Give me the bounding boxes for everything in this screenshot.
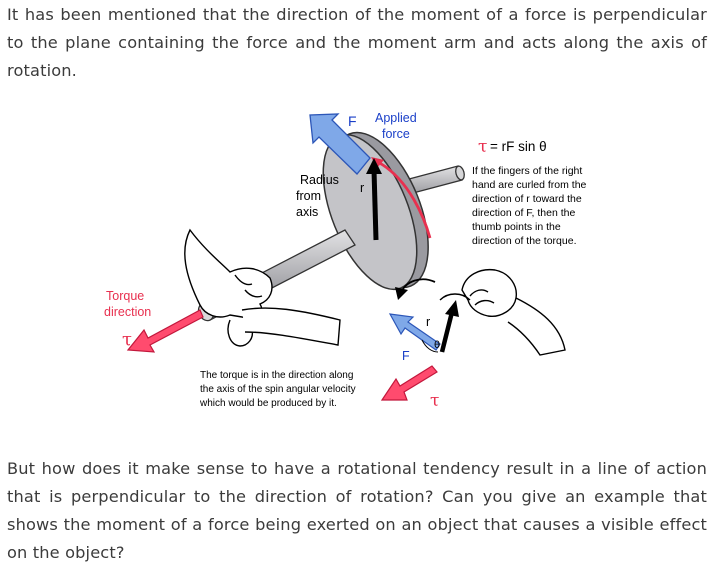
svg-text:direction of F, then the: direction of F, then the xyxy=(472,207,575,219)
torque-direction-arrow xyxy=(126,309,204,353)
radius-label-2: from xyxy=(296,189,321,203)
applied-force-arrow xyxy=(309,113,371,175)
svg-text:direction of r toward the: direction of r toward the xyxy=(472,193,582,205)
svg-text:The torque is in the direction: The torque is in the direction along xyxy=(200,370,353,381)
caption-text: The torque is in the direction along the… xyxy=(199,370,356,409)
radius-arrow xyxy=(371,169,379,241)
formula-tau: τ xyxy=(478,137,487,157)
applied-force-label-1: Applied xyxy=(375,111,417,125)
small-torque-arrow xyxy=(380,365,438,401)
rotation-arc xyxy=(377,160,432,239)
tau-left: τ xyxy=(122,329,132,350)
force-label: F xyxy=(348,113,357,129)
svg-text:thumb points in the: thumb points in the xyxy=(472,221,561,233)
svg-text:the axis of the spin angular v: the axis of the spin angular velocity xyxy=(200,384,356,395)
applied-force-label-2: force xyxy=(382,127,410,141)
right-hand-rule-text: If the fingers of the right hand are cur… xyxy=(472,165,587,247)
left-hand xyxy=(184,228,341,347)
radius-label-3: axis xyxy=(296,205,318,219)
svg-text:hand are curled from the: hand are curled from the xyxy=(472,179,587,191)
tau-right: τ xyxy=(430,391,439,411)
right-hand xyxy=(439,268,566,356)
small-force-arrow xyxy=(388,313,441,351)
small-r-arrow xyxy=(439,311,455,353)
torque-figure: F Applied force Radius from axis r τ = r… xyxy=(104,111,587,411)
svg-text:direction of the torque.: direction of the torque. xyxy=(472,235,576,247)
small-force-label: F xyxy=(402,349,410,363)
r-label: r xyxy=(360,181,364,195)
torque-direction-label-1: Torque xyxy=(106,289,144,303)
torque-direction-label-2: direction xyxy=(104,305,151,319)
svg-text:If the fingers of the right: If the fingers of the right xyxy=(472,165,582,177)
small-r-label: r xyxy=(426,315,430,329)
theta-label: θ xyxy=(434,340,440,351)
svg-text:which would be produced by it.: which would be produced by it. xyxy=(199,398,337,409)
intro-paragraph: It has been mentioned that the direction… xyxy=(7,5,707,80)
formula-text: = rF sin θ xyxy=(490,139,547,154)
radius-label-1: Radius xyxy=(300,173,339,187)
question-paragraph: But how does it make sense to have a rot… xyxy=(7,459,707,562)
